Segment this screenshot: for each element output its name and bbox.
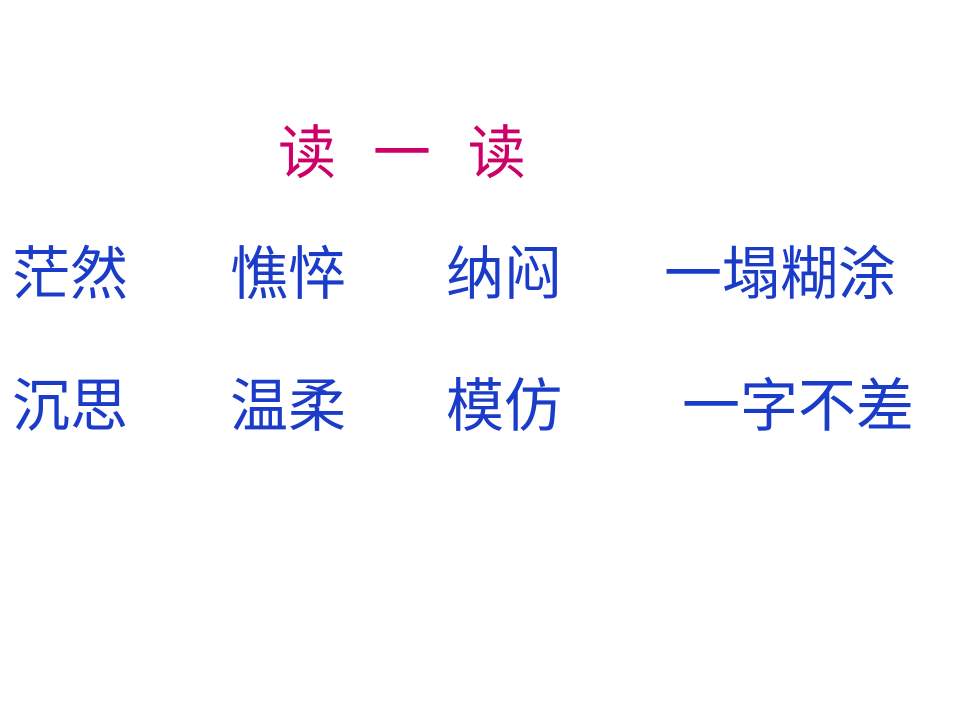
vocab-word: 沉思: [12, 372, 129, 440]
vocab-word: 憔悴: [230, 240, 347, 308]
vocab-word: 模仿: [446, 372, 563, 440]
vocab-word: 一字不差: [682, 372, 915, 440]
vocab-word: 一塌糊涂: [664, 240, 897, 308]
vocab-word: 温柔: [230, 372, 347, 440]
word-row-2: 沉思 温柔 模仿 一字不差: [0, 366, 960, 446]
word-row-1: 茫然 憔悴 纳闷 一塌糊涂: [0, 234, 960, 314]
vocab-word: 纳闷: [446, 240, 563, 308]
slide-title: 读 一 读: [278, 119, 526, 187]
vocab-word: 茫然: [12, 240, 129, 308]
